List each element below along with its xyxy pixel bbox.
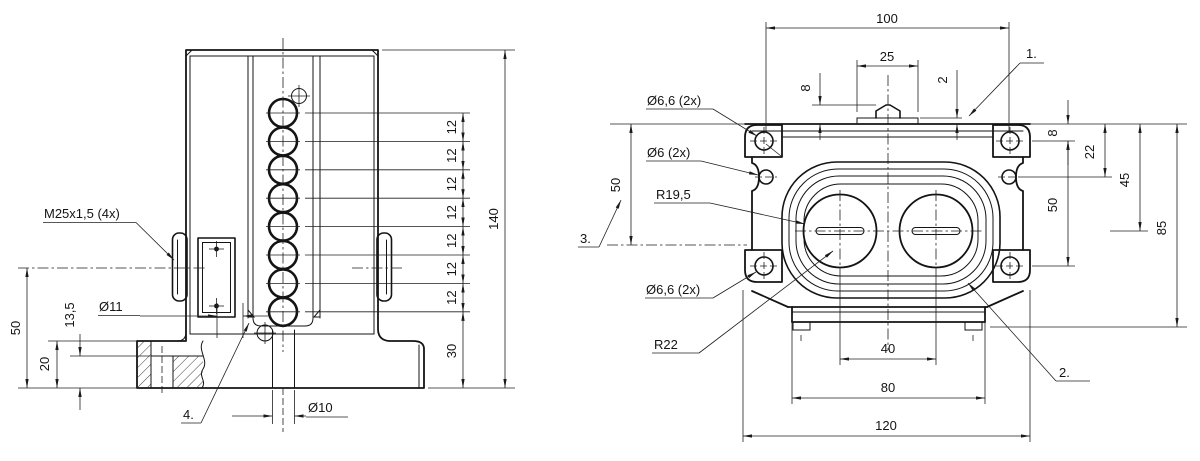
- dim-85-label: 85: [1154, 221, 1169, 235]
- side-view-dimensions: 140 12 12 12 12 12 12 12: [8, 49, 515, 424]
- front-view: 100 25 8 2 1. Ø6,6 (2x) Ø6 (2x) R19,5: [578, 11, 1187, 442]
- dim-12-label: 12: [444, 290, 459, 304]
- side-view-part-outline: [136, 49, 425, 389]
- dim-40-label: 40: [881, 341, 895, 356]
- foot-right: [964, 321, 983, 341]
- break-line: [200, 340, 206, 389]
- cable-gland-right: [376, 232, 393, 302]
- side-view: 140 12 12 12 12 12 12 12: [8, 38, 515, 432]
- dim-22-label: 22: [1082, 145, 1097, 159]
- note-1-label: 1.: [1026, 46, 1037, 61]
- tab-hole-top-right: [996, 127, 1024, 155]
- front-body: [744, 123, 1031, 341]
- dim-12-label: 12: [444, 177, 459, 191]
- dim-12-label: 12: [444, 148, 459, 162]
- pilot-hole-bottom: [254, 322, 276, 344]
- pilot-hole-top: [288, 85, 310, 107]
- tab-hole-top-left: [750, 127, 778, 155]
- tab-hole-bottom-right: [996, 252, 1024, 280]
- label-r22: R22: [654, 337, 678, 352]
- note-3-label: 3.: [580, 231, 591, 246]
- base-section: [137, 340, 206, 396]
- note-2-label: 2.: [1059, 365, 1070, 380]
- mounting-tabs: [744, 124, 1031, 283]
- terminal-screws-column: [254, 38, 310, 352]
- obround-rings: [781, 161, 1001, 299]
- dim-12-label: 12: [444, 205, 459, 219]
- dim-20-label: 20: [37, 357, 52, 371]
- label-dia66-top: Ø6,6 (2x): [647, 93, 701, 108]
- dim-2-label: 2: [935, 76, 950, 83]
- dim-13-5-label: 13,5: [62, 302, 77, 327]
- terminal-block-side: [197, 237, 236, 318]
- dim-dia11-label: Ø11: [99, 299, 123, 314]
- label-dia66-bottom: Ø6,6 (2x): [646, 282, 700, 297]
- dim-30-label: 30: [444, 344, 459, 358]
- dim-80-label: 80: [881, 380, 895, 395]
- label-dia6: Ø6 (2x): [647, 145, 690, 160]
- dim-25-label: 25: [880, 49, 894, 64]
- dim-50-left-label: 50: [608, 178, 623, 192]
- dim-12-chain: 12 12 12 12 12 12 12: [305, 112, 470, 313]
- label-r19-5: R19,5: [656, 187, 691, 202]
- dim-dia10-label: Ø10: [308, 400, 333, 415]
- dim-120-label: 120: [875, 418, 897, 433]
- top-strip: [856, 104, 919, 125]
- foot-left: [792, 321, 811, 341]
- dim-100-label: 100: [876, 11, 898, 26]
- dim-12-label: 12: [444, 120, 459, 134]
- cable-gland-left: [171, 232, 188, 302]
- tab-hole-bottom-left: [750, 252, 778, 280]
- dim-50-label: 50: [8, 321, 23, 335]
- dim-50-right-label: 50: [1045, 198, 1060, 212]
- dim-12-label: 12: [444, 262, 459, 276]
- note-4-label: 4.: [183, 407, 194, 422]
- front-view-dimensions: 100 25 8 2 1. Ø6,6 (2x) Ø6 (2x) R19,5: [578, 11, 1187, 442]
- dim-140-label: 140: [486, 208, 501, 230]
- dim-12-label: 12: [444, 234, 459, 248]
- dim-8-right-label: 8: [1045, 129, 1060, 136]
- label-thread-m25: M25x1,5 (4x): [44, 206, 120, 221]
- dim-8-top-label: 8: [798, 84, 813, 91]
- dim-45-label: 45: [1117, 173, 1132, 187]
